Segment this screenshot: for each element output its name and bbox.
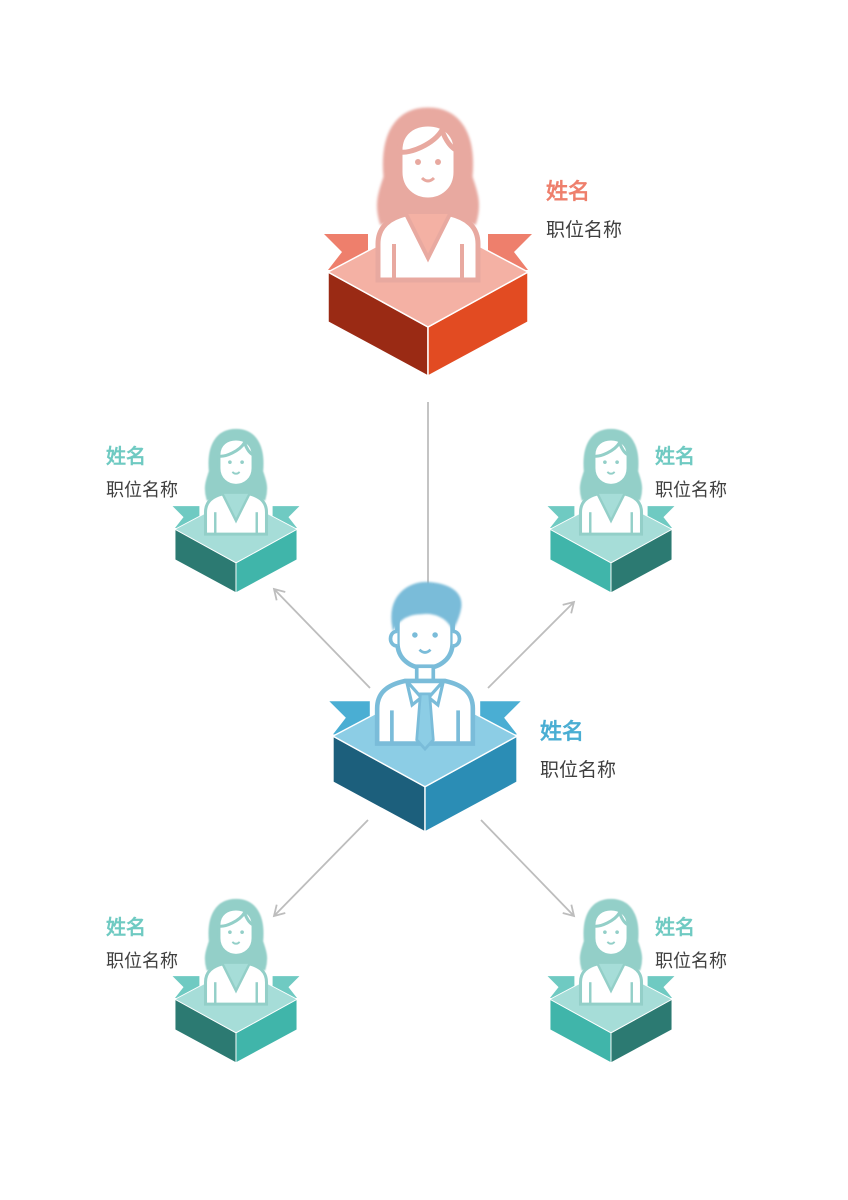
node-upper-left [172,428,300,594]
connector-arrows [272,402,576,918]
node-upper-left-name: 姓名 [106,444,146,468]
female-avatar-icon [203,898,269,1006]
pedestal-box [549,998,673,1064]
arrow-middle-to-lower-right [480,819,576,918]
arrow-middle-to-upper-left [272,587,371,689]
pedestal-box [174,528,298,594]
node-lower-left-label: 姓名 职位名称 [106,915,178,973]
arrow-middle-to-lower-left [272,819,369,918]
node-lower-left [172,898,300,1064]
node-middle-name: 姓名 [540,720,585,745]
node-upper-right-name: 姓名 [655,444,695,468]
female-avatar-icon [203,428,269,536]
node-lower-right-label: 姓名 职位名称 [655,915,727,973]
node-upper-left-title: 职位名称 [106,480,178,501]
node-top-name: 姓名 [546,180,591,205]
node-icons [172,107,675,1064]
node-top-label: 姓名 职位名称 [546,180,622,242]
node-lower-left-name: 姓名 [106,915,146,939]
node-upper-right [547,428,675,594]
node-upper-right-label: 姓名 职位名称 [655,444,727,502]
arrow-middle-to-upper-right [487,600,576,689]
node-lower-right-name: 姓名 [655,915,695,939]
female-avatar-icon [375,107,481,283]
node-lower-right [547,898,675,1064]
node-middle-label: 姓名 职位名称 [540,720,616,782]
node-lower-right-title: 职位名称 [655,951,727,972]
node-middle [329,582,521,833]
node-top-title: 职位名称 [546,219,623,241]
node-upper-right-title: 职位名称 [655,480,727,501]
female-avatar-icon [578,898,644,1006]
node-middle-title: 职位名称 [540,759,617,781]
female-avatar-icon [578,428,644,536]
male-avatar-icon [374,582,476,752]
node-upper-left-label: 姓名 职位名称 [106,444,178,502]
node-lower-left-title: 职位名称 [106,951,178,972]
node-top [324,107,532,378]
pedestal-box [174,998,298,1064]
